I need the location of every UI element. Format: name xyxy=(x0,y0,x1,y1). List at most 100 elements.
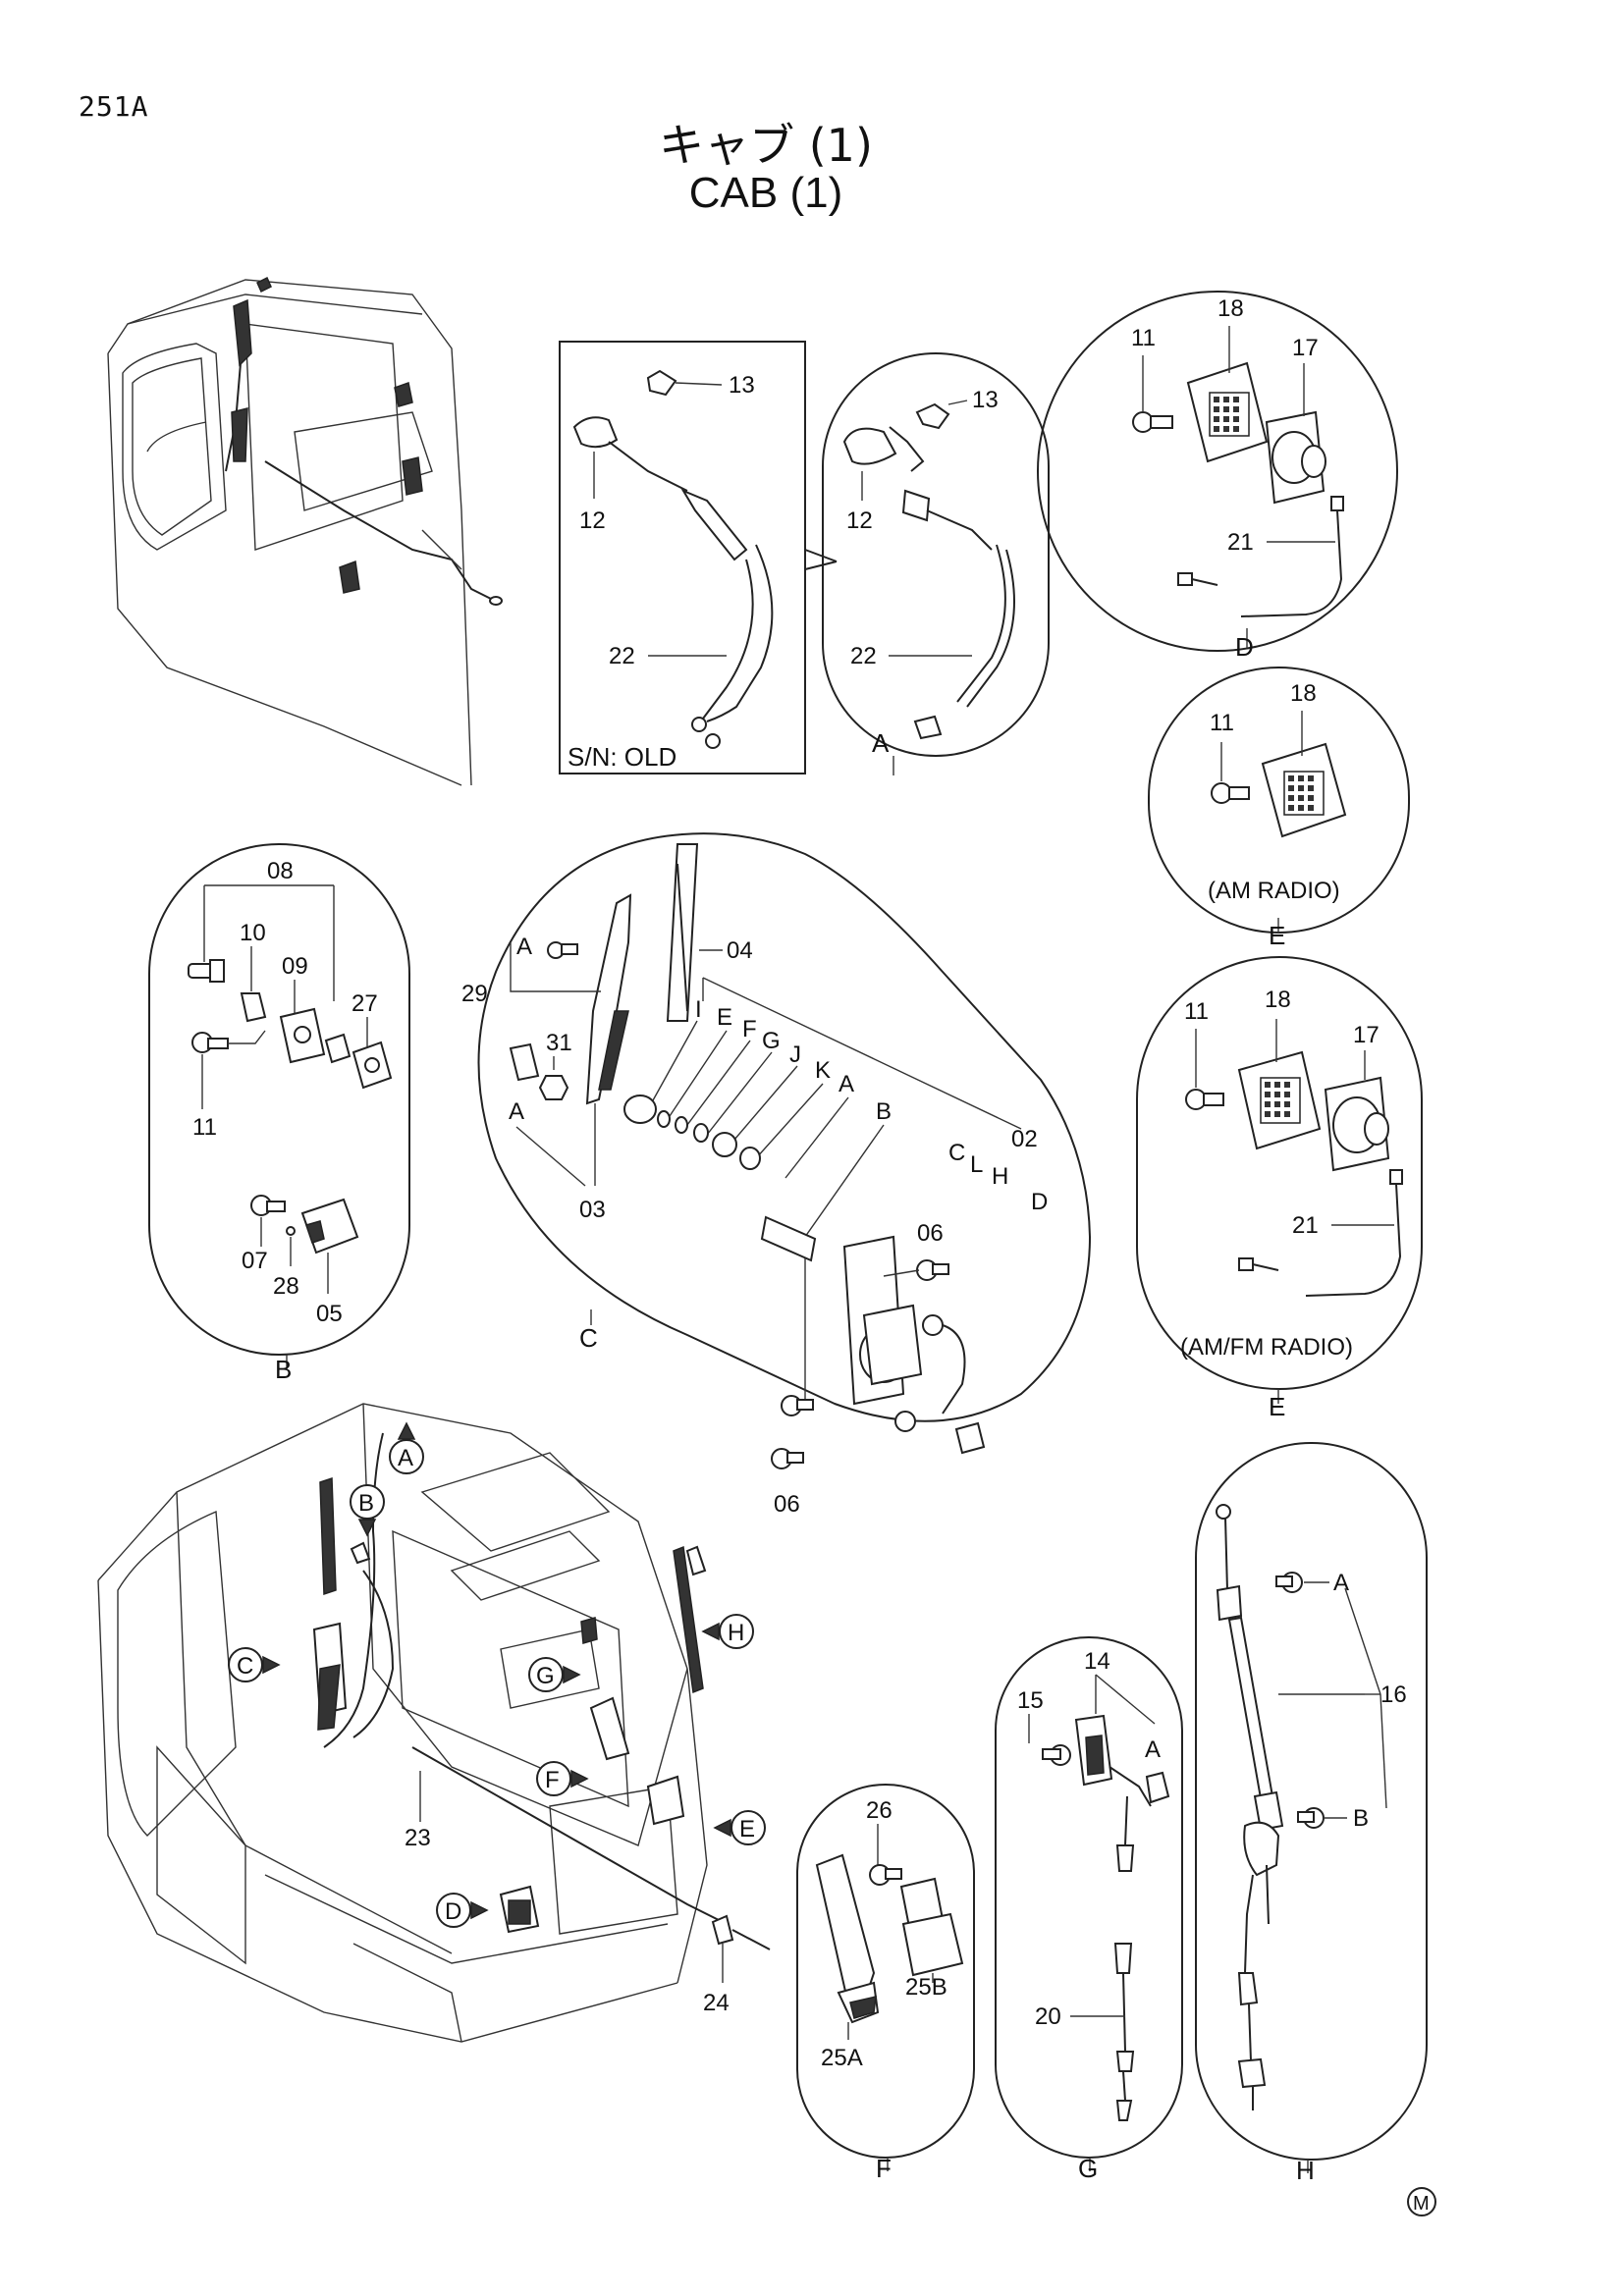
label-11-D: 11 xyxy=(1131,325,1156,351)
label-29: 29 xyxy=(461,981,488,1007)
view-label-A: A xyxy=(872,728,890,758)
manual-mark: M xyxy=(1407,2187,1436,2216)
label-14: 14 xyxy=(1084,1648,1110,1675)
svg-text:B: B xyxy=(358,1490,374,1517)
speaker-grille-D xyxy=(1209,392,1250,437)
circle-D xyxy=(1037,291,1398,652)
title-english: CAB (1) xyxy=(688,169,843,217)
oval-E-amfm xyxy=(1136,956,1423,1390)
label-09: 09 xyxy=(282,953,308,980)
view-label-B: B xyxy=(275,1355,292,1384)
label-03: 03 xyxy=(579,1197,606,1223)
detail-F: 26 25A 25B F xyxy=(796,1784,975,2183)
label-21-D: 21 xyxy=(1227,529,1254,556)
label-H-C: H xyxy=(992,1163,1008,1190)
label-26: 26 xyxy=(866,1797,893,1824)
label-10: 10 xyxy=(240,920,266,946)
sn-old-label: S/N: OLD xyxy=(568,742,676,772)
label-A-G: A xyxy=(1145,1736,1161,1763)
detail-D: 11 18 17 21 D xyxy=(1037,291,1398,662)
label-15: 15 xyxy=(1017,1687,1044,1714)
callout-D: D xyxy=(436,1893,489,1928)
view-label-H: H xyxy=(1296,2156,1315,2185)
label-B-H: B xyxy=(1353,1805,1369,1832)
oval-H xyxy=(1195,1442,1428,2161)
label-F: F xyxy=(742,1016,757,1042)
label-K: K xyxy=(815,1057,831,1084)
label-13-new: 13 xyxy=(972,387,999,413)
svg-text:C: C xyxy=(237,1653,253,1680)
detail-H: A 16 B H xyxy=(1195,1442,1428,2185)
svg-text:F: F xyxy=(545,1767,560,1793)
label-J: J xyxy=(789,1041,801,1068)
svg-text:G: G xyxy=(536,1663,555,1689)
label-20: 20 xyxy=(1035,2003,1061,2030)
label-17-D: 17 xyxy=(1292,335,1319,361)
callout-G: G xyxy=(528,1657,581,1692)
view-label-D: D xyxy=(1235,632,1254,662)
svg-text:M: M xyxy=(1413,2193,1430,2215)
svg-text:A: A xyxy=(398,1445,413,1471)
label-11-B: 11 xyxy=(192,1114,217,1141)
callout-E: E xyxy=(713,1810,766,1845)
label-06-top: 06 xyxy=(917,1220,944,1247)
label-25A: 25A xyxy=(821,2045,863,2071)
label-02: 02 xyxy=(1011,1126,1038,1152)
view-label-C: C xyxy=(579,1323,598,1353)
oval-G xyxy=(995,1636,1183,2159)
detail-B: 08 10 09 27 11 07 28 xyxy=(148,843,410,1384)
oval-C xyxy=(477,832,1092,1422)
label-21-E-amfm: 21 xyxy=(1292,1212,1319,1239)
label-04: 04 xyxy=(727,937,753,964)
sn-old-box xyxy=(559,341,806,774)
svg-text:D: D xyxy=(445,1898,461,1925)
label-27: 27 xyxy=(352,990,378,1017)
view-label-F: F xyxy=(876,2154,892,2183)
label-22-new: 22 xyxy=(850,643,877,669)
caption-am-radio: (AM RADIO) xyxy=(1208,878,1340,904)
label-12-new: 12 xyxy=(846,507,873,534)
label-G: G xyxy=(762,1028,781,1054)
label-13-old: 13 xyxy=(729,372,755,399)
view-label-G: G xyxy=(1078,2154,1098,2183)
cab-overview-top xyxy=(107,276,503,786)
label-28: 28 xyxy=(273,1273,299,1300)
label-05: 05 xyxy=(316,1301,343,1327)
label-11-E-amfm: 11 xyxy=(1184,998,1209,1025)
callout-C: C xyxy=(228,1647,281,1682)
detail-E-amfm: 11 18 17 21 (AM/FM RADIO) E xyxy=(1136,956,1423,1421)
caption-amfm-radio: (AM/FM RADIO) xyxy=(1180,1334,1353,1361)
label-A-C1: A xyxy=(516,934,532,960)
view-label-E-am: E xyxy=(1269,921,1285,950)
view-label-E-amfm: E xyxy=(1269,1392,1285,1421)
label-12-old: 12 xyxy=(579,507,606,534)
label-24: 24 xyxy=(703,1990,730,2016)
label-A-C3: A xyxy=(839,1071,854,1097)
label-08: 08 xyxy=(267,858,294,884)
label-06-bottom: 06 xyxy=(774,1491,800,1518)
callout-A: A xyxy=(389,1421,424,1474)
svg-text:H: H xyxy=(728,1620,744,1646)
label-22-old: 22 xyxy=(609,643,635,669)
label-17-E-amfm: 17 xyxy=(1353,1022,1380,1048)
label-B-C: B xyxy=(876,1098,892,1125)
label-E: E xyxy=(717,1004,732,1031)
label-18-E-amfm: 18 xyxy=(1265,987,1291,1013)
cab-main-view: 23 24 A B C D xyxy=(97,1403,771,2043)
label-18-E-am: 18 xyxy=(1290,680,1317,707)
label-I: I xyxy=(695,996,702,1023)
label-D-C: D xyxy=(1031,1189,1048,1215)
detail-C: 04 A 29 31 A 03 I E F G J K A xyxy=(461,832,1092,1518)
label-16: 16 xyxy=(1380,1682,1407,1708)
title-japanese: キャブ (1) xyxy=(659,119,873,172)
callout-F: F xyxy=(536,1761,589,1796)
callout-B: B xyxy=(350,1484,385,1537)
detail-A: S/N: OLD 13 12 22 13 xyxy=(559,341,1050,775)
label-18-D: 18 xyxy=(1217,295,1244,322)
label-C-C: C xyxy=(948,1140,965,1166)
oval-F xyxy=(796,1784,975,2159)
svg-text:E: E xyxy=(739,1816,755,1842)
label-07: 07 xyxy=(242,1248,268,1274)
